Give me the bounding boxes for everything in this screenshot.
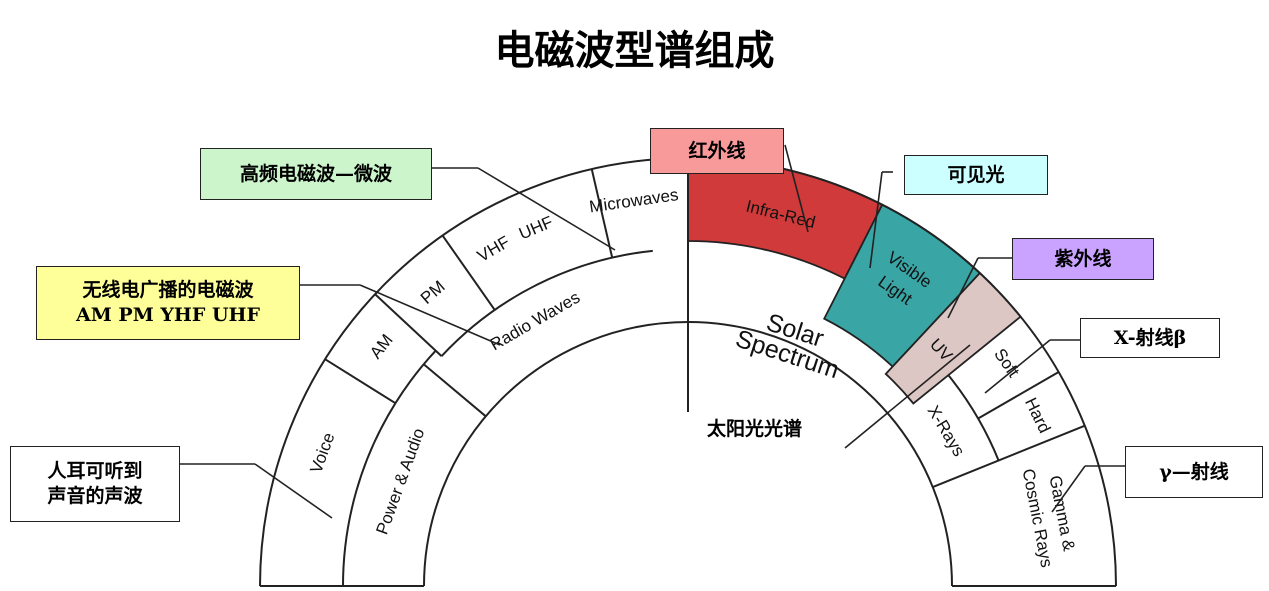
mid-arc-xray — [947, 374, 1000, 461]
callout-visible: 可见光 — [904, 155, 1048, 195]
callout-audio: 人耳可听到 声音的声波 — [10, 446, 180, 522]
label-power-audio: Power & Audio — [372, 426, 428, 537]
callout-uv: 紫外线 — [1012, 238, 1154, 280]
label-voice: Voice — [306, 430, 338, 476]
callout-radio: 无线电广播的电磁波 AM PM YHF UHF — [36, 266, 300, 340]
mid-arc-left-1 — [342, 402, 397, 587]
leader-xray-diag — [984, 339, 1051, 394]
label-uhf: UHF — [516, 212, 556, 243]
callout-xray: X-射线β — [1080, 318, 1220, 358]
divider-am-pm — [374, 293, 443, 357]
mid-arc-radio — [440, 249, 653, 357]
label-hard: Hard — [1021, 395, 1054, 436]
label-xrays: X-Rays — [924, 402, 969, 460]
divider-power-radio — [423, 363, 487, 418]
callout-infrared-text: 红外线 — [688, 139, 746, 162]
leader-audio-diag — [254, 463, 333, 519]
leader-gamma-diag — [1051, 465, 1086, 513]
leader-radio-diag — [359, 284, 501, 346]
callout-audio-line1: 人耳可听到 — [47, 460, 143, 483]
solar-caption: 太阳光光谱 — [707, 418, 803, 440]
label-pm: PM — [417, 277, 449, 308]
leader-visible-diag — [869, 171, 883, 269]
label-am: AM — [366, 331, 397, 363]
label-microwaves: Microwaves — [588, 185, 680, 216]
callout-gamma: γ—射线 — [1125, 446, 1263, 498]
callout-gamma-text: γ—射线 — [1159, 460, 1229, 483]
label-radio-waves: Radio Waves — [487, 288, 584, 355]
callout-infrared: 红外线 — [650, 128, 784, 174]
callout-microwave-text: 高频电磁波—微波 — [239, 162, 392, 185]
leader-infrared — [784, 144, 809, 233]
divider-soft-hard — [977, 371, 1060, 420]
callout-uv-text: 紫外线 — [1054, 247, 1112, 270]
page-title: 电磁波型谱组成 — [494, 27, 775, 74]
leader-microwave-diag — [477, 167, 616, 251]
callout-xray-text: X-射线β — [1113, 326, 1187, 349]
callout-visible-text: 可见光 — [947, 163, 1005, 186]
divider-voice-am — [324, 358, 396, 405]
label-vhf: VHF — [474, 232, 513, 265]
callout-radio-line1: 无线电广播的电磁波 — [82, 279, 254, 302]
divider-uhf-micro — [590, 168, 614, 258]
callout-audio-line2: 声音的声波 — [47, 485, 143, 507]
leader-uv-diag — [947, 257, 979, 319]
divider-xray-gamma — [932, 424, 1086, 489]
leader-solar — [844, 344, 971, 449]
callout-microwave: 高频电磁波—微波 — [200, 148, 432, 200]
mid-arc-left-2 — [394, 350, 437, 404]
callout-radio-line2: AM PM YHF UHF — [76, 304, 260, 326]
divider-pm-vhf — [441, 234, 496, 311]
